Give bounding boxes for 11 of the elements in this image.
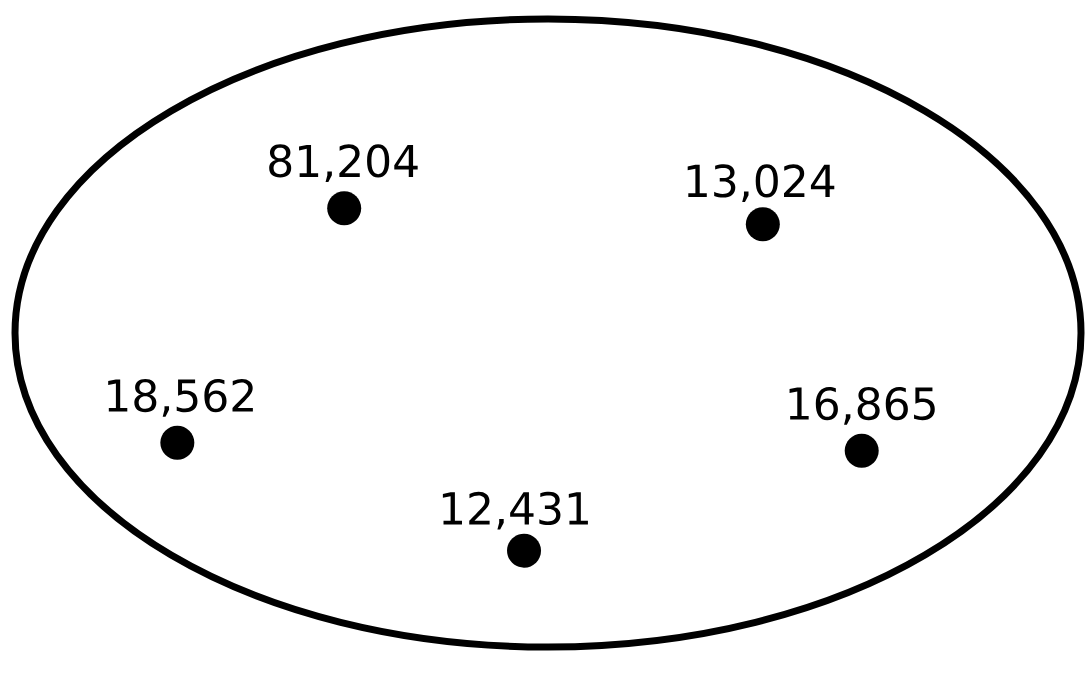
dot: [844, 433, 879, 468]
dot: [745, 207, 780, 242]
value-label: 13,024: [687, 164, 835, 203]
value-label: 12,431: [442, 491, 588, 530]
dot: [507, 533, 542, 568]
dot: [160, 425, 195, 460]
value-label: 18,562: [108, 378, 253, 417]
value-label: 81,204: [269, 144, 418, 183]
dot: [327, 191, 362, 226]
value-label: 16,865: [789, 386, 935, 425]
ellipse-outline: [11, 15, 1085, 651]
